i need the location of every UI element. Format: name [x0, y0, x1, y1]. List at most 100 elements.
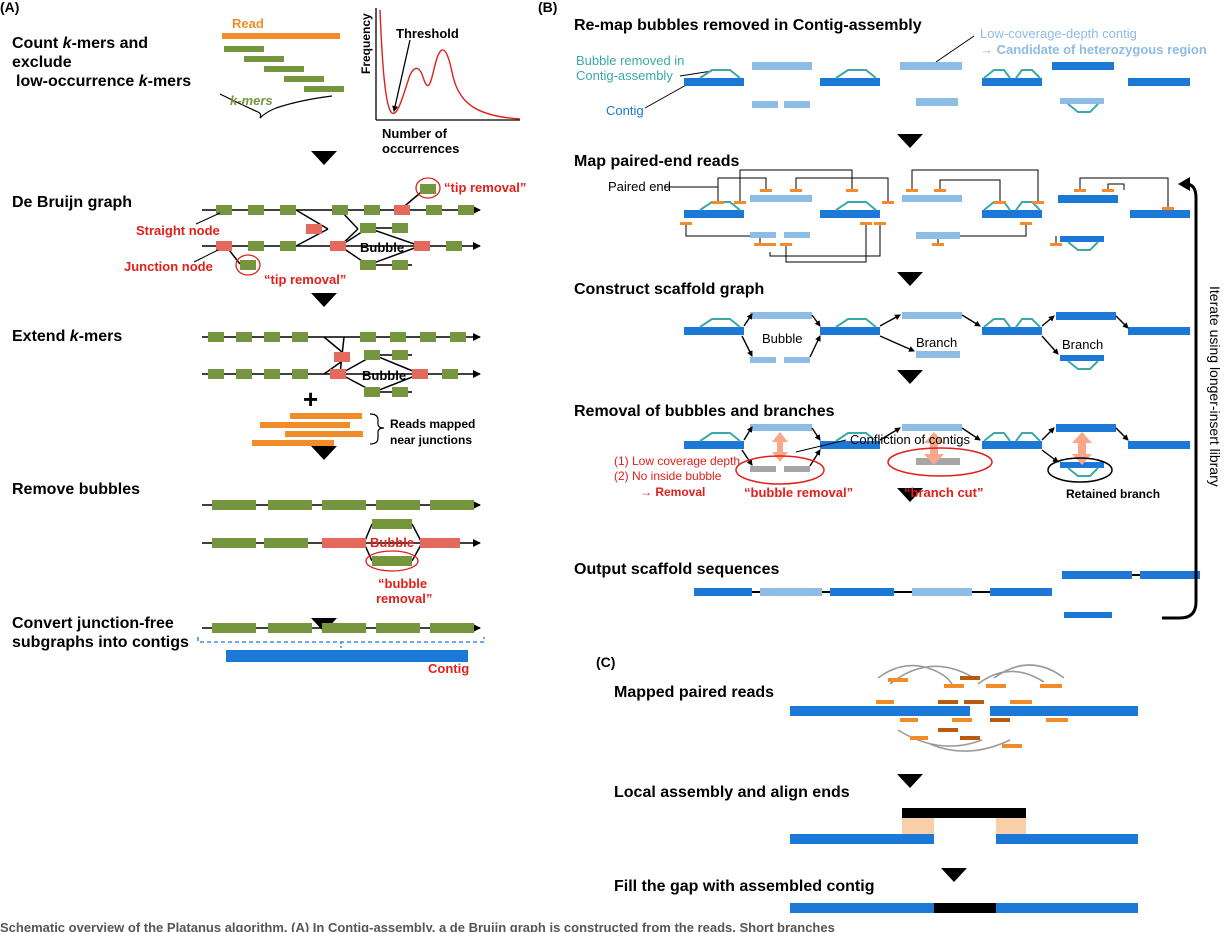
contig-pointer — [644, 83, 689, 109]
flow-arrows-a — [311, 151, 337, 632]
contig-bar — [226, 650, 468, 662]
scaffold-output — [694, 571, 1200, 618]
c-flow-arrow-1 — [897, 774, 923, 788]
panel-c-label: (C) — [596, 654, 615, 670]
figure-caption: Schematic overview of the Platanus algor… — [0, 920, 835, 932]
bubble-removed-line2: Contig-assembly — [576, 68, 673, 83]
panel-a-label: (A) — [0, 0, 19, 15]
remove-bubble-label: Bubble — [370, 535, 414, 550]
histogram-x-label-line1: Number of — [382, 126, 448, 141]
b-step2-title: Map paired-end reads — [574, 153, 739, 170]
junction-node-pointer — [193, 249, 219, 263]
iterate-loop — [1162, 182, 1198, 620]
confliction-pointer — [795, 439, 847, 453]
b-contig-label: Contig — [606, 103, 644, 118]
b-step3-title: Construct scaffold graph — [574, 281, 764, 298]
removal-label: → Removal — [640, 485, 705, 499]
a-step3-title: Extend k-mers — [12, 328, 122, 345]
c-step3-title: Fill the gap with assembled contig — [614, 878, 874, 895]
straight-node-label: Straight node — [136, 223, 220, 238]
bubble-removed-line1: Bubble removed in — [576, 53, 684, 68]
a-step5-title-line2: subgraphs into contigs — [12, 634, 189, 651]
reads-mapped-line1: Reads mapped — [390, 417, 475, 431]
retained-branch-ellipse — [1047, 457, 1113, 483]
mapped-reads — [252, 413, 363, 446]
b2-contigs — [684, 195, 1190, 251]
panel-b-label: (B) — [538, 0, 557, 15]
kmer-bars — [224, 46, 344, 92]
iterate-label: Iterate using longer-insert library — [1207, 286, 1223, 487]
debruijn-nodes — [216, 184, 474, 270]
c-step2-title: Local assembly and align ends — [614, 784, 850, 801]
histogram-x-label-line2: occurrences — [382, 141, 459, 156]
tip-removal-label-top: “tip removal” — [444, 180, 526, 195]
reads-mapped-line2: near junctions — [390, 433, 472, 447]
read-label: Read — [232, 16, 264, 31]
c-step1-title: Mapped paired reads — [614, 684, 774, 701]
histogram-y-label: Frequency — [359, 13, 373, 74]
c-flow-arrow-2 — [941, 868, 967, 882]
junction-node-label: Junction node — [124, 259, 213, 274]
extend-nodes — [208, 332, 466, 397]
contig-label: Contig — [428, 661, 469, 676]
paired-end-label: Paired end — [608, 179, 671, 194]
a-step5-title-line1: Convert junction-free — [12, 615, 174, 632]
bubble-removal-line1: “bubble — [378, 576, 427, 591]
scaffold-branch-label-1: Branch — [916, 335, 957, 350]
lowcov-line1: Low-coverage-depth contig — [980, 26, 1137, 41]
bubble-removal-ellipse — [735, 455, 825, 485]
scaffold-branch-label-2: Branch — [1062, 337, 1103, 352]
mapped-paired-reads — [790, 664, 1138, 752]
a-step1-title-line3: low-occurrence k-mers — [16, 73, 191, 90]
a-step2-title: De Bruijn graph — [12, 194, 132, 211]
branch-cut-ellipse — [887, 447, 993, 477]
extend-graph — [202, 333, 481, 393]
lowcov-line2: → Candidate of heterozygous region — [980, 42, 1207, 57]
retained-branch-label: Retained branch — [1066, 487, 1160, 501]
bubble-removal-line2: removal” — [376, 591, 432, 606]
paired-end-links — [685, 169, 1169, 263]
tip-removal-label-bottom: “tip removal” — [264, 272, 346, 287]
b-step5-title: Output scaffold sequences — [574, 561, 779, 578]
b-step4-title: Removal of bubbles and branches — [574, 403, 835, 420]
extend-bubble-label: Bubble — [362, 368, 406, 383]
b1-contigs — [684, 62, 1190, 113]
local-assembly — [790, 808, 1138, 844]
a-step1-title-line1: Count k-mers and — [12, 35, 148, 52]
bubble-removal-b-label: “bubble removal” — [744, 485, 853, 500]
iterate-arrowhead — [1178, 177, 1190, 191]
tip-removal-circle-bottom — [235, 254, 261, 276]
filled-gap — [790, 903, 1138, 913]
histogram-curve — [379, 9, 521, 120]
criteria-2: (2) No inside bubble — [614, 469, 722, 483]
debruijn-graph — [202, 187, 481, 266]
read-bar — [222, 33, 340, 39]
convert-graph — [197, 623, 485, 650]
a-step1-title-line2: exclude — [12, 54, 72, 71]
b-step1-title: Re-map bubbles removed in Contig-assembl… — [574, 17, 922, 34]
lowcov-pointer — [935, 35, 975, 63]
straight-node-pointer — [195, 212, 221, 225]
remove-bubbles-graph — [202, 501, 481, 562]
threshold-arrow — [392, 39, 411, 112]
scaffold-graph — [684, 312, 1190, 370]
branch-cut-label: “branch cut” — [904, 485, 983, 500]
remove-bubbles-nodes — [212, 500, 474, 566]
a-step4-title: Remove bubbles — [12, 481, 140, 498]
debruijn-bubble-label: Bubble — [360, 240, 404, 255]
bubble-removed-pointer — [679, 70, 713, 77]
paired-end-tags — [680, 189, 1174, 246]
kmer-brace — [219, 93, 333, 119]
tip-removal-circle-top — [415, 177, 441, 199]
plus-icon: + — [303, 384, 318, 414]
reads-brace — [369, 413, 385, 445]
histogram-threshold-label: Threshold — [396, 26, 459, 41]
bubble-removal-circle — [365, 550, 419, 572]
occurrence-histogram: Threshold Frequency Number of occurrence… — [359, 8, 521, 156]
criteria-1: (1) Low coverage depth — [614, 454, 740, 468]
flow-arrows-b — [897, 134, 923, 502]
scaffold-bubble-label: Bubble — [762, 331, 802, 346]
kmers-label: k-mers — [230, 93, 273, 108]
